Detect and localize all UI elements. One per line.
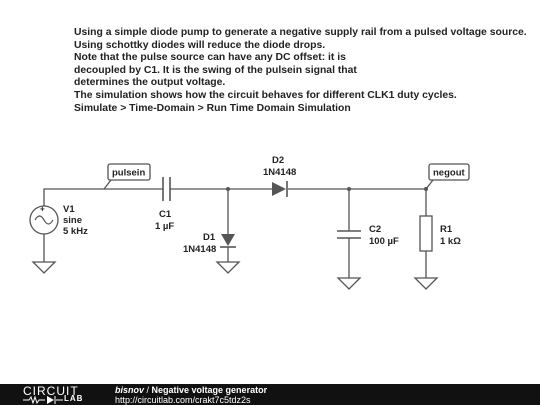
- schematic: + V1 sine 5 kHz C1 1 µF D2 1N4148 D1 1N4…: [29, 155, 470, 290]
- description-line: Simulate > Time-Domain > Run Time Domain…: [74, 102, 351, 114]
- v1-value: 5 kHz: [63, 226, 88, 237]
- d1-name: D1: [203, 232, 216, 243]
- description-line: The simulation shows how the circuit beh…: [74, 89, 457, 101]
- pulsein-label: pulsein: [112, 168, 145, 179]
- circuitlab-logo-icon: [23, 395, 63, 404]
- c2-capacitor[interactable]: [337, 230, 361, 239]
- description-line: Using a simple diode pump to generate a …: [74, 27, 527, 38]
- pulsein-net-flag[interactable]: pulsein: [103, 163, 151, 190]
- v1-name: V1: [63, 204, 75, 215]
- c1-value: 1 µF: [155, 221, 174, 232]
- d2-name: D2: [272, 155, 284, 166]
- d2-value: 1N4148: [263, 167, 296, 178]
- ground-icon: [336, 277, 362, 290]
- ground-icon: [215, 261, 241, 274]
- circuit-title: Negative voltage generator: [151, 385, 268, 395]
- circuitlab-logo-subtext: LAB: [64, 394, 84, 403]
- d1-value: 1N4148: [183, 244, 216, 255]
- negout-net-flag[interactable]: negout: [425, 163, 470, 190]
- credit-line: bisnov / Negative voltage generator: [115, 385, 267, 395]
- r1-value: 1 kΩ: [440, 236, 461, 247]
- v1-sine-source[interactable]: +: [29, 205, 59, 235]
- junction-dot: [347, 187, 351, 191]
- v1-type: sine: [63, 215, 82, 226]
- r1-resistor[interactable]: [419, 215, 433, 252]
- c1-name: C1: [159, 209, 172, 220]
- wire-input: [43, 188, 163, 206]
- r1-name: R1: [440, 224, 453, 235]
- c1-capacitor[interactable]: [162, 177, 171, 201]
- wires: [43, 188, 427, 278]
- circuitlab-logo-text: CIRCUIT: [23, 384, 79, 398]
- description-line: determines the output voltage.: [74, 77, 226, 89]
- ground-icon: [413, 277, 439, 290]
- description-line: Using schottky diodes will reduce the di…: [74, 39, 326, 51]
- circuit-url[interactable]: http://circuitlab.com/crakt7c5tdz2s: [115, 395, 251, 405]
- description-line: Note that the pulse source can have any …: [74, 52, 346, 64]
- svg-text:+: +: [40, 205, 45, 214]
- ground-symbols: [31, 261, 439, 290]
- credit-separator: /: [144, 385, 152, 395]
- junction-dot: [226, 187, 230, 191]
- sine-wave-icon: [34, 215, 54, 225]
- description-line: decoupled by C1. It is the swing of the …: [74, 64, 357, 76]
- c2-value: 100 µF: [369, 236, 399, 247]
- d2-diode[interactable]: [272, 181, 288, 197]
- c2-name: C2: [369, 224, 381, 235]
- d1-diode[interactable]: [220, 234, 236, 248]
- footer-bar: CIRCUIT LAB bisnov / Negative voltage ge…: [0, 384, 540, 405]
- negout-label: negout: [433, 168, 465, 179]
- description-text: Using a simple diode pump to generate a …: [74, 27, 534, 115]
- ground-icon: [31, 261, 57, 274]
- author-link[interactable]: bisnov: [115, 385, 145, 395]
